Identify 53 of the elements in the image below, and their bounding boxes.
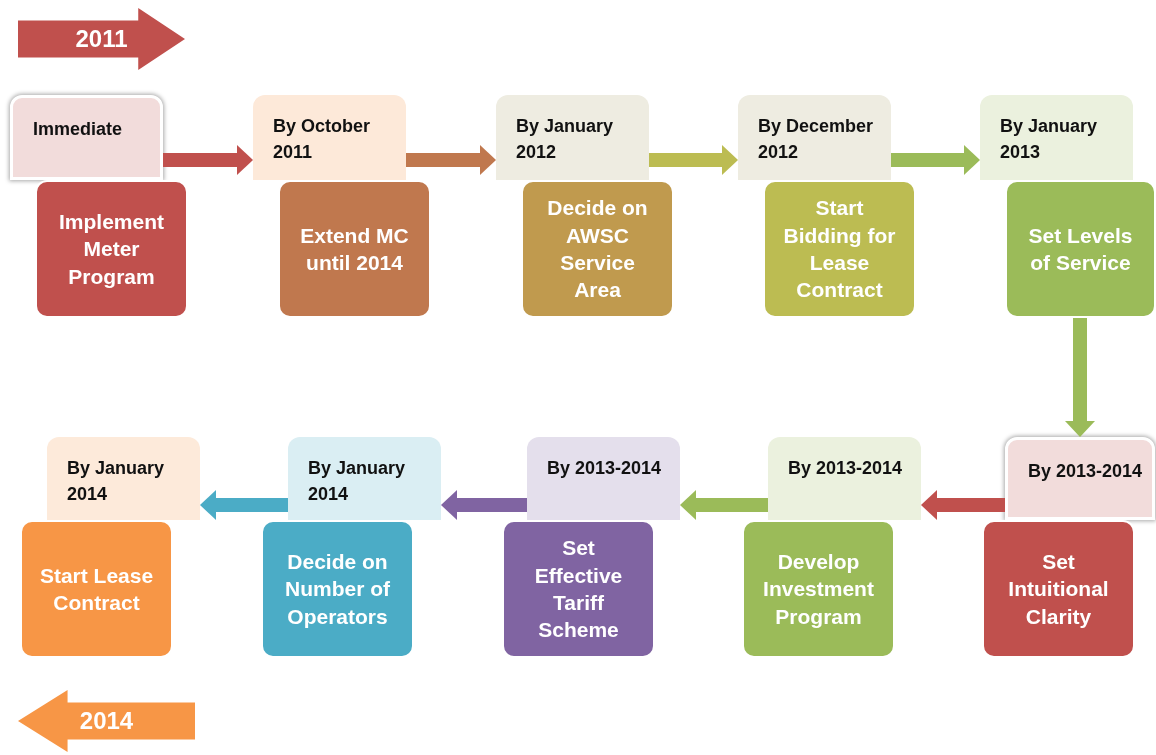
date-text: By January 2014 xyxy=(308,457,407,507)
year-label: 2011 xyxy=(75,25,128,53)
action-card xyxy=(502,520,655,658)
date-card xyxy=(768,437,921,520)
action-card xyxy=(35,180,188,318)
action-text: Develop Investment Program xyxy=(762,549,875,630)
action-text: Decide on Number of Operators xyxy=(284,549,391,630)
year-label: 2014 xyxy=(79,707,134,735)
date-text: By 2013-2014 xyxy=(547,457,663,480)
action-card xyxy=(742,520,895,658)
date-card xyxy=(527,437,680,520)
arrow xyxy=(891,145,980,175)
date-card xyxy=(738,95,891,180)
action-card xyxy=(261,520,414,658)
action-text: Extend MC until 2014 xyxy=(299,222,410,276)
arrow xyxy=(441,490,527,520)
arrow xyxy=(406,145,496,175)
arrow xyxy=(163,145,253,175)
action-text: Set Levels of Service xyxy=(1027,222,1134,276)
action-text: Set Intuitional Clarity xyxy=(1007,549,1110,630)
arrow xyxy=(680,490,768,520)
date-text: By January 2014 xyxy=(67,457,166,507)
action-card xyxy=(278,180,431,318)
date-card xyxy=(496,95,649,180)
action-card xyxy=(763,180,916,318)
action-card xyxy=(1005,180,1156,318)
date-card xyxy=(1005,437,1155,520)
date-text: By October 2011 xyxy=(273,115,372,165)
action-text: Decide on AWSC Service Area xyxy=(546,195,649,304)
arrow xyxy=(649,145,738,175)
year-arrow xyxy=(18,690,195,752)
action-text: Start Lease Contract xyxy=(38,562,155,616)
date-text: By December 2012 xyxy=(758,115,875,165)
date-card xyxy=(253,95,406,180)
arrow xyxy=(921,490,1005,520)
action-text: Implement Meter Program xyxy=(58,209,165,290)
date-card xyxy=(980,95,1133,180)
year-arrow xyxy=(18,8,185,70)
action-card xyxy=(521,180,674,318)
date-text: By 2013-2014 xyxy=(788,457,904,480)
date-text: Immediate xyxy=(33,118,124,141)
action-card xyxy=(20,520,173,658)
date-text: By 2013-2014 xyxy=(1028,460,1144,483)
arrow xyxy=(200,490,288,520)
arrow xyxy=(1065,318,1095,437)
action-text: Set Effective Tariff Scheme xyxy=(533,535,624,644)
date-card xyxy=(288,437,441,520)
date-text: By January 2012 xyxy=(516,115,615,165)
date-card xyxy=(47,437,200,520)
action-text: Start Bidding for Lease Contract xyxy=(782,195,897,304)
date-card xyxy=(10,95,163,180)
action-card xyxy=(982,520,1135,658)
date-text: By January 2013 xyxy=(1000,115,1099,165)
